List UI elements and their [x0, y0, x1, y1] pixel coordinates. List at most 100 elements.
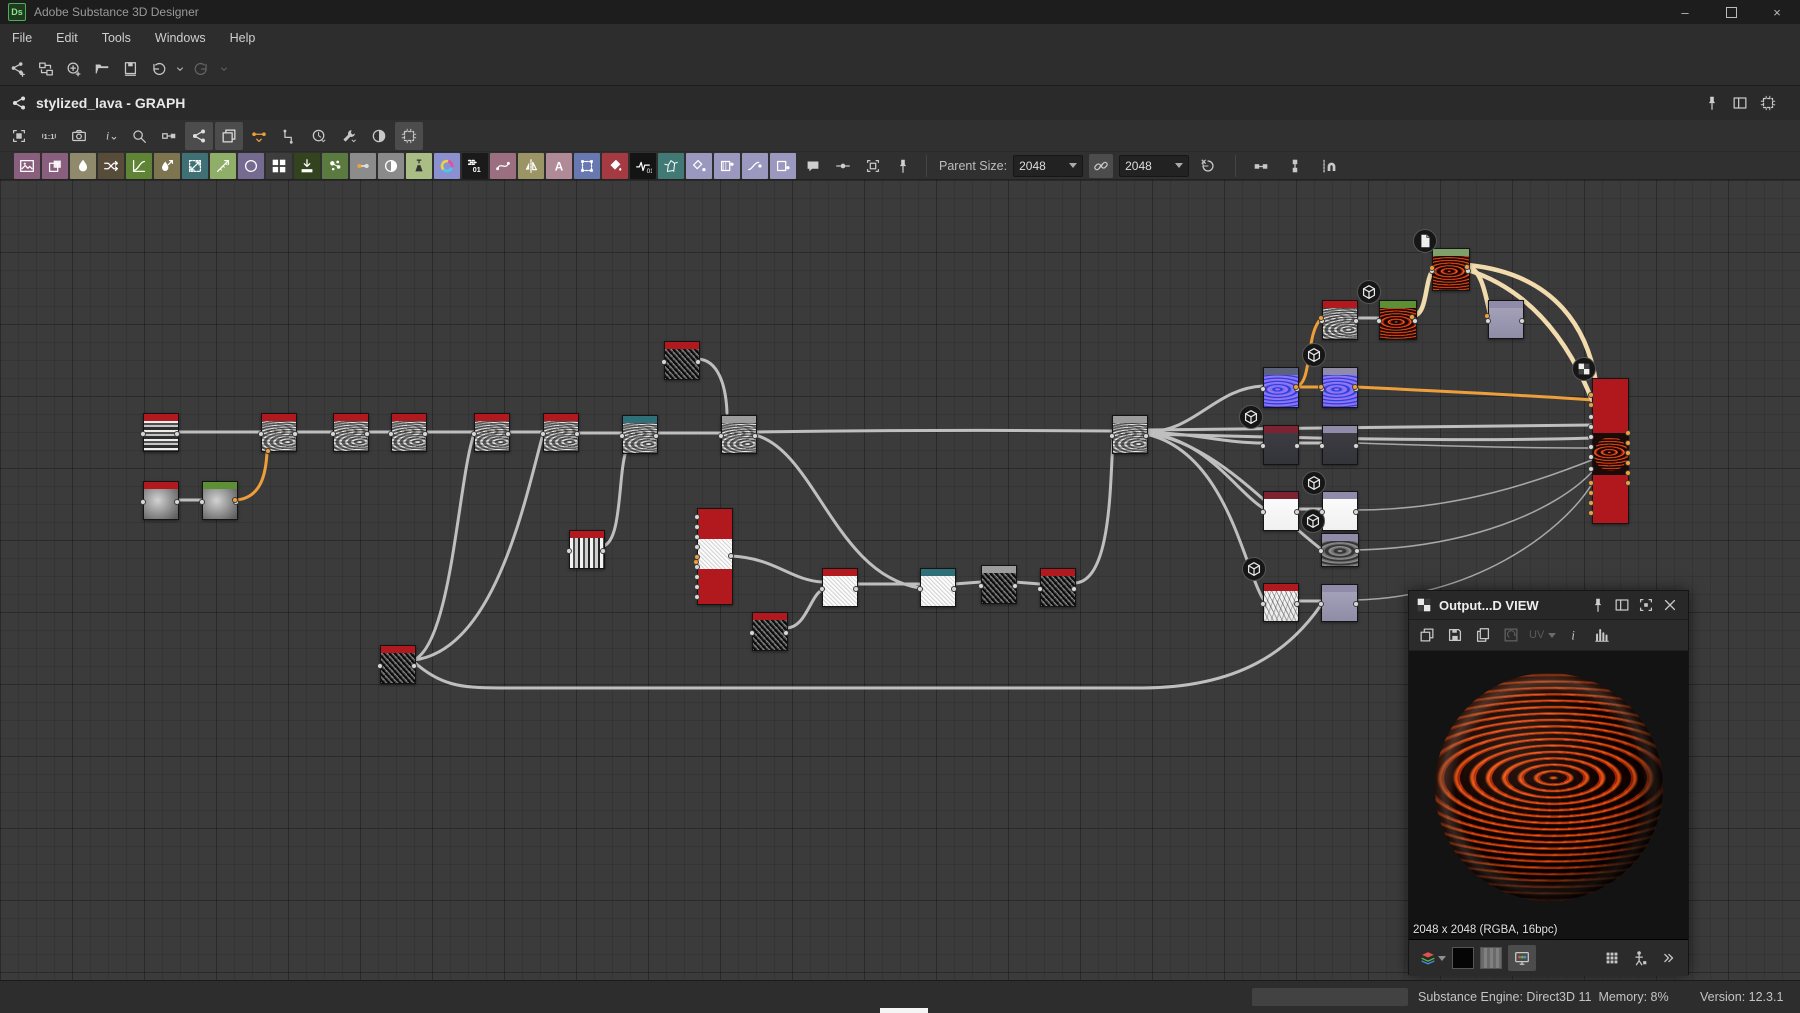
node-input-dot[interactable] — [819, 586, 825, 592]
uv-mode-select[interactable]: UV — [1529, 629, 1556, 641]
orange-link-dot[interactable] — [1318, 384, 1324, 390]
menu-tools[interactable]: Tools — [90, 24, 143, 52]
transform-2d-node-icon[interactable] — [182, 153, 208, 179]
graph-node-material-output[interactable] — [1592, 378, 1629, 524]
node-output-dot[interactable] — [292, 431, 298, 437]
node-output-dot[interactable] — [600, 548, 606, 554]
node-input-dot[interactable] — [694, 534, 700, 540]
output-input-dot[interactable] — [1588, 424, 1594, 430]
node-input-dot[interactable] — [330, 431, 336, 437]
node-output-dot[interactable] — [1143, 433, 1149, 439]
node-input-dot[interactable] — [619, 433, 625, 439]
snap-icon[interactable] — [1316, 153, 1342, 179]
output-input-dot[interactable] — [1588, 392, 1594, 398]
comment-icon[interactable] — [800, 153, 826, 179]
output-input-dot[interactable] — [1588, 434, 1594, 440]
orange-link-dot[interactable] — [1318, 315, 1324, 321]
fit-view-icon[interactable] — [5, 122, 33, 150]
node-input-dot[interactable] — [694, 514, 700, 520]
link-size-icon[interactable] — [1089, 154, 1113, 178]
node-input-dot[interactable] — [694, 524, 700, 530]
maximize-button[interactable] — [1708, 0, 1754, 24]
node-input-dot[interactable] — [1318, 601, 1324, 607]
text-node-icon[interactable]: A — [546, 153, 572, 179]
cells-node-icon[interactable] — [658, 153, 684, 179]
parent-size-height-select[interactable]: 2048 — [1119, 155, 1189, 177]
output-usage-dot[interactable] — [1625, 460, 1631, 466]
new-substance-graph-icon[interactable] — [5, 56, 31, 82]
orange-link-dot[interactable] — [1484, 313, 1490, 319]
node-output-dot[interactable] — [1354, 548, 1360, 554]
node-output-dot[interactable] — [574, 431, 580, 437]
node-input-dot[interactable] — [694, 584, 700, 590]
fx-square-node-icon[interactable] — [770, 153, 796, 179]
open-file-icon[interactable] — [89, 56, 115, 82]
transform-view-icon[interactable] — [1499, 623, 1523, 647]
node-output-dot[interactable] — [951, 586, 957, 592]
frame-selection-icon[interactable] — [395, 122, 423, 150]
spline-node-icon[interactable] — [490, 153, 516, 179]
tools-icon[interactable] — [335, 122, 363, 150]
flood-fill-node-icon[interactable] — [294, 153, 320, 179]
output-usage-dot[interactable] — [1625, 470, 1631, 476]
orange-link-dot[interactable] — [265, 448, 271, 454]
node-output-dot[interactable] — [1353, 318, 1359, 324]
maximize-2d-view-icon[interactable] — [1635, 594, 1657, 616]
dot-node-icon[interactable] — [830, 153, 856, 179]
2d-viewport[interactable]: 2048 x 2048 (RGBA, 16bpc) — [1409, 651, 1688, 940]
menu-edit[interactable]: Edit — [44, 24, 90, 52]
frame-node-icon[interactable] — [860, 153, 886, 179]
parent-size-width-select[interactable]: 2048 — [1013, 155, 1083, 177]
link-routing-icon[interactable] — [275, 122, 303, 150]
output-input-dot[interactable] — [1588, 454, 1594, 460]
ambient-occlusion-node-icon[interactable] — [406, 153, 432, 179]
node-input-dot[interactable] — [661, 359, 667, 365]
save-image-icon[interactable] — [1443, 623, 1467, 647]
node-input-dot[interactable] — [1260, 386, 1266, 392]
undo-icon[interactable] — [145, 56, 171, 82]
node-output-dot[interactable] — [1353, 509, 1359, 515]
compute-time-icon[interactable] — [305, 122, 333, 150]
screenshot-icon[interactable] — [65, 122, 93, 150]
dither-node-icon[interactable]: 01 — [462, 153, 488, 179]
fx-curve-node-icon[interactable] — [742, 153, 768, 179]
save-all-icon[interactable] — [117, 56, 143, 82]
align-horizontal-icon[interactable] — [1248, 153, 1274, 179]
node-output-dot[interactable] — [1012, 583, 1018, 589]
zoom-1-1-icon[interactable]: 1:1 — [35, 122, 63, 150]
menu-file[interactable]: File — [0, 24, 44, 52]
orange-link-dot[interactable] — [1429, 265, 1435, 271]
node-output-dot[interactable] — [422, 431, 428, 437]
uniform-color-node-icon[interactable] — [70, 153, 96, 179]
splatter-node-icon[interactable] — [322, 153, 348, 179]
close-button[interactable]: × — [1754, 0, 1800, 24]
duplicate-view-icon[interactable] — [1415, 623, 1439, 647]
output-input-dot[interactable] — [1588, 480, 1594, 486]
information-icon[interactable]: i — [1562, 623, 1586, 647]
output-input-dot[interactable] — [1588, 444, 1594, 450]
redo-icon[interactable] — [189, 56, 215, 82]
node-output-dot[interactable] — [1294, 509, 1300, 515]
graph-view-icon[interactable] — [185, 122, 213, 150]
thumbnails-display-icon[interactable] — [215, 122, 243, 150]
node-input-dot[interactable] — [1319, 443, 1325, 449]
create-link-icon[interactable] — [245, 122, 273, 150]
node-output-dot[interactable] — [505, 431, 511, 437]
node-input-dot[interactable] — [978, 583, 984, 589]
close-2d-view-icon[interactable] — [1659, 594, 1681, 616]
node-input-dot[interactable] — [140, 499, 146, 505]
output-input-dot[interactable] — [1588, 402, 1594, 408]
node-input-dot[interactable] — [258, 431, 264, 437]
node-output-dot[interactable] — [411, 663, 417, 669]
align-vertical-icon[interactable] — [1282, 153, 1308, 179]
node-input-dot[interactable] — [917, 586, 923, 592]
fill-node-icon[interactable] — [602, 153, 628, 179]
value-processor-node-icon[interactable]: 01 — [630, 153, 656, 179]
undo-options-icon[interactable] — [173, 56, 187, 82]
orange-link-dot[interactable] — [1464, 264, 1470, 270]
node-output-dot[interactable] — [728, 553, 734, 559]
output-usage-dot[interactable] — [1625, 430, 1631, 436]
node-input-dot[interactable] — [199, 499, 205, 505]
shape-node-icon[interactable] — [238, 153, 264, 179]
node-output-dot[interactable] — [752, 433, 758, 439]
